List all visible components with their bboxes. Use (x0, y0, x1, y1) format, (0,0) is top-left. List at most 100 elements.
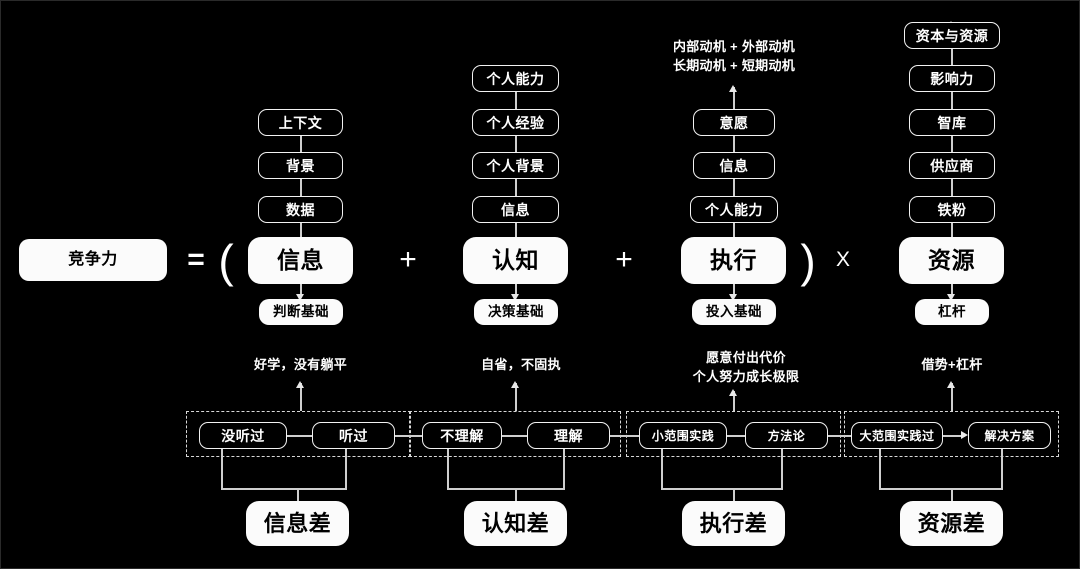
arrow-col3-annotation (729, 389, 737, 396)
col2-stack-label-2: 个人背景 (486, 157, 545, 174)
col2-stack-box-1: 信息 (472, 196, 559, 223)
gap-box-execution: 执行差 (682, 501, 785, 546)
connector-col2-below-line (515, 284, 517, 296)
pair-box-col2-right: 理解 (527, 422, 610, 449)
col1-stack-box-2: 背景 (258, 152, 343, 179)
col2-stack-label-1: 信息 (501, 201, 530, 218)
gap-box-information: 信息差 (246, 501, 349, 546)
connector-group3-to-group4 (826, 435, 864, 437)
main-box-resource-label: 资源 (928, 247, 975, 273)
arrow-col4-below (947, 294, 955, 301)
connector-col1-annotation-line (300, 383, 302, 411)
main-box-execution-label: 执行 (710, 247, 757, 273)
col1-stack-label-1: 数据 (286, 201, 315, 218)
gap-box-cognition: 认知差 (464, 501, 567, 546)
col4-stack-box-1: 铁粉 (909, 196, 995, 223)
arrow-col3-note (729, 85, 737, 92)
pair-box-col3-right: 方法论 (745, 422, 828, 449)
dashed-group-execution (626, 411, 841, 457)
arrow-pair4-inner (961, 431, 968, 439)
result-box-label: 竞争力 (68, 251, 118, 268)
connector-pair3-inner (723, 435, 747, 437)
bracket-col2-drop (515, 488, 517, 503)
operator-close-paren: ) (800, 235, 816, 287)
pair-label-col1-left: 没听过 (221, 427, 265, 444)
pair-box-col1-right: 听过 (312, 422, 395, 449)
operator-plus-1: + (399, 243, 417, 276)
main-box-information-label: 信息 (277, 247, 324, 273)
connector-group2-to-group3 (606, 435, 646, 437)
col4-stack-label-2: 供应商 (930, 157, 974, 174)
bracket-col3-cross (661, 488, 783, 490)
connector-col3-note-line (733, 87, 735, 109)
connector-col4-below-line (951, 284, 953, 296)
bracket-col2-right-leg (563, 449, 565, 489)
dashed-group-resource (844, 411, 1059, 457)
arrow-col4-annotation (947, 381, 955, 388)
bracket-col4-cross (879, 488, 1003, 490)
col4-below-label: 杠杆 (938, 304, 966, 320)
col3-below-box: 投入基础 (692, 299, 776, 325)
col4-stack-box-2: 供应商 (909, 152, 995, 179)
col2-below-box: 决策基础 (474, 299, 558, 325)
col2-stack-box-3: 个人经验 (472, 109, 559, 136)
col4-stack-box-3: 智库 (909, 109, 995, 136)
col3-below-label: 投入基础 (706, 304, 762, 320)
col2-stack-label-4: 个人能力 (486, 70, 545, 87)
connector-pair2-inner (499, 435, 529, 437)
col2-stack-box-2: 个人背景 (472, 152, 559, 179)
col1-stack-label-3: 上下文 (278, 114, 323, 131)
col2-stack-box-4: 个人能力 (472, 65, 559, 92)
main-box-information: 信息 (248, 237, 353, 284)
col3-stack-label-2: 信息 (719, 157, 749, 174)
connector-col3-annotation-line (733, 391, 735, 411)
arrow-col2-annotation (511, 381, 519, 388)
main-box-resource: 资源 (899, 237, 1004, 284)
main-box-cognition-label: 认知 (492, 247, 539, 273)
col3-stack-box-3: 意愿 (693, 109, 775, 136)
gap-box-resource-label: 资源差 (917, 510, 986, 536)
pair-box-col2-left: 不理解 (422, 422, 502, 449)
bracket-col3-left-leg (661, 449, 663, 489)
col2-bottom-annotation: 自省，不固执 (481, 357, 561, 372)
col3-stack-box-1: 个人能力 (690, 196, 778, 223)
arrow-col1-annotation (296, 381, 304, 388)
col3-bottom-annotation: 愿意付出代价 个人努力成长极限 (692, 350, 800, 384)
operator-equals: = (187, 243, 205, 276)
arrow-col2-below (511, 294, 519, 301)
col1-below-box: 判断基础 (259, 299, 343, 325)
gap-box-execution-label: 执行差 (699, 510, 768, 536)
bracket-col3-right-leg (781, 449, 783, 489)
bracket-col4-left-leg (879, 449, 881, 489)
gap-box-resource: 资源差 (900, 501, 1003, 546)
bracket-col4-drop (951, 488, 953, 503)
pair-label-col1-right: 听过 (339, 427, 368, 444)
connector-col4-annotation-line (951, 383, 953, 411)
col1-stack-box-1: 数据 (258, 196, 343, 223)
bracket-col1-cross (221, 488, 347, 490)
bracket-col4-right-leg (1001, 449, 1003, 489)
main-box-execution: 执行 (681, 237, 786, 284)
gap-box-cognition-label: 认知差 (481, 510, 550, 536)
bracket-col1-drop (297, 488, 299, 503)
operator-plus-2: + (615, 243, 633, 276)
pair-box-col3-left: 小范围实践 (639, 422, 727, 449)
pair-box-col1-left: 没听过 (199, 422, 287, 449)
col3-top-note: 内部动机 + 外部动机 长期动机 + 短期动机 (672, 39, 796, 73)
connector-col2-annotation-line (515, 383, 517, 411)
connector-col3-below-line (733, 284, 735, 296)
operator-times: X (835, 248, 850, 271)
pair-label-col3-left: 小范围实践 (651, 428, 715, 443)
main-box-cognition: 认知 (463, 237, 568, 284)
col3-stack-box-2: 信息 (693, 152, 775, 179)
dashed-group-information (186, 411, 411, 457)
pair-label-col4-left: 大范围实践过 (859, 428, 935, 443)
col4-stack-box-5: 资本与资源 (904, 22, 1000, 49)
col1-stack-box-3: 上下文 (258, 109, 343, 136)
arrow-col3-below (729, 294, 737, 301)
col1-stack-label-2: 背景 (286, 157, 315, 174)
col4-stack-label-5: 资本与资源 (915, 27, 989, 44)
operator-open-paren: ( (218, 235, 234, 287)
connector-col1-below-line (300, 284, 302, 296)
